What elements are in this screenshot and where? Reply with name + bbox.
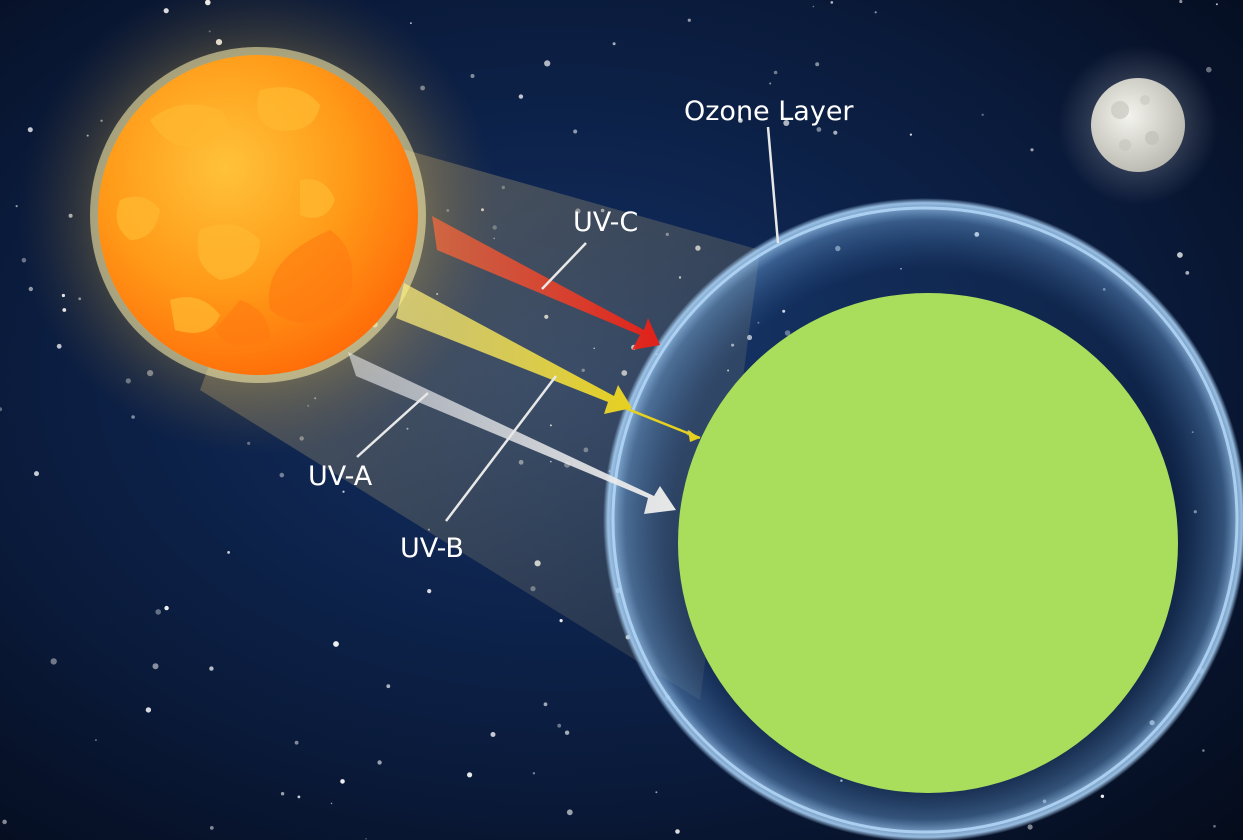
star-icon xyxy=(566,809,573,816)
star-icon xyxy=(773,70,778,75)
sun-icon xyxy=(18,0,498,455)
star-icon xyxy=(50,658,57,665)
star-icon xyxy=(377,760,382,765)
star-icon xyxy=(155,609,161,615)
star-icon xyxy=(94,739,97,742)
star-icon xyxy=(564,730,570,735)
star-icon xyxy=(27,127,33,133)
star-icon xyxy=(209,666,214,671)
star-icon xyxy=(1215,3,1218,6)
star-icon xyxy=(981,113,984,117)
star-icon xyxy=(738,118,743,123)
star-icon xyxy=(1206,66,1212,73)
star-icon xyxy=(294,740,299,745)
star-icon xyxy=(15,205,18,208)
star-icon xyxy=(0,407,3,412)
star-icon xyxy=(297,795,301,799)
star-icon xyxy=(227,551,231,554)
star-icon xyxy=(470,74,475,78)
star-icon xyxy=(340,779,345,784)
star-icon xyxy=(342,490,345,493)
uva-leader-line xyxy=(356,392,429,458)
star-icon xyxy=(34,471,39,477)
uvb-leader-line xyxy=(445,375,557,522)
star-icon xyxy=(518,94,524,99)
star-icon xyxy=(544,60,551,67)
star-icon xyxy=(467,772,473,778)
star-icon xyxy=(1027,824,1033,830)
star-icon xyxy=(655,791,658,794)
star-icon xyxy=(1202,749,1205,752)
star-icon xyxy=(532,772,536,775)
star-icon xyxy=(769,82,772,85)
star-icon xyxy=(559,619,563,623)
uv-c-ray xyxy=(432,216,660,350)
star-icon xyxy=(543,702,548,707)
uv-a-label: UV-A xyxy=(308,461,373,492)
star-icon xyxy=(330,802,333,805)
star-icon xyxy=(687,18,691,22)
star-icon xyxy=(333,641,339,647)
star-icon xyxy=(1179,0,1183,4)
star-icon xyxy=(427,589,432,594)
earth-icon xyxy=(603,198,1243,840)
star-icon xyxy=(833,130,838,135)
uv-b-label: UV-B xyxy=(400,533,464,564)
star-icon xyxy=(2,819,7,825)
star-icon xyxy=(1030,148,1034,152)
star-icon xyxy=(815,62,820,67)
star-icon xyxy=(164,605,169,611)
star-icon xyxy=(209,826,214,830)
star-icon xyxy=(675,829,680,834)
star-icon xyxy=(816,127,822,132)
star-icon xyxy=(830,1,834,4)
star-icon xyxy=(573,129,578,134)
star-icon xyxy=(152,663,159,670)
star-icon xyxy=(410,22,412,24)
star-icon xyxy=(557,723,562,728)
star-icon xyxy=(783,120,790,126)
star-icon xyxy=(490,732,496,737)
star-icon xyxy=(612,42,616,46)
star-icon xyxy=(280,792,285,796)
star-icon xyxy=(365,838,367,840)
moon-icon xyxy=(1058,45,1218,205)
earth-disc xyxy=(678,293,1178,793)
star-icon xyxy=(386,684,391,689)
star-icon xyxy=(812,5,815,8)
ozone-leader-line xyxy=(766,126,780,244)
star-icon xyxy=(874,11,877,14)
uv-c-label: UV-C xyxy=(573,207,638,238)
star-icon xyxy=(279,472,285,478)
star-icon xyxy=(145,707,152,713)
star-icon xyxy=(1177,252,1183,258)
star-icon xyxy=(1100,794,1105,798)
uvc-leader-line xyxy=(541,242,587,290)
star-icon xyxy=(909,133,913,136)
star-icon xyxy=(1185,271,1190,275)
ozone-layer-label: Ozone Layer xyxy=(684,96,854,127)
uv-b-ray xyxy=(396,283,701,442)
star-icon xyxy=(1213,824,1216,828)
